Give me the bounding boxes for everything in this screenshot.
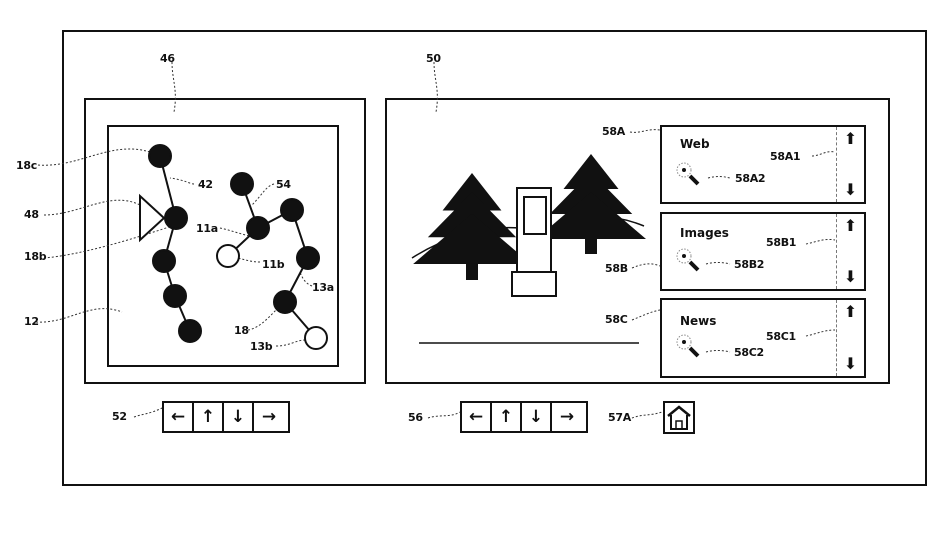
pan-right-button[interactable]: → [559,407,575,427]
ref-label-12: 12 [24,315,39,328]
ref-label-13b: 13b [250,340,273,353]
ref-label-18c: 18c [16,159,37,172]
graph-map-area[interactable] [107,125,339,367]
ref-label-13a: 13a [312,281,334,294]
pan-up-button[interactable]: ↑ [194,403,224,431]
scrollbar[interactable]: ⬆ ⬇ [836,214,864,289]
ref-label-11b: 11b [262,258,285,271]
ref-label-54: 54 [276,178,291,191]
ref-label-58A2: 58A2 [735,172,766,185]
ref-label-58C: 58C [605,313,628,326]
pan-up-button[interactable]: ↑ [492,403,522,431]
ref-label-46: 46 [160,52,175,65]
pan-left-button[interactable]: ← [462,403,492,431]
ref-label-11a: 11a [196,222,218,235]
scroll-down-icon[interactable]: ⬇ [843,180,858,199]
scroll-down-icon[interactable]: ⬇ [843,267,858,286]
result-panel-title: News [680,314,717,328]
graph-nav-controls: ← ↑ ↓ → [162,401,290,433]
ref-label-58B1: 58B1 [766,236,797,249]
ref-label-58A1: 58A1 [770,150,801,163]
scroll-up-icon[interactable]: ⬆ [843,129,858,148]
scrollbar[interactable]: ⬆ ⬇ [836,127,864,202]
ref-label-58B: 58B [605,262,628,275]
ref-label-50: 50 [426,52,441,65]
pan-down-button[interactable]: ↓ [522,403,552,431]
content-nav-controls: ← ↑ ↓ → [460,401,588,433]
ref-label-18b: 18b [24,250,47,263]
scroll-down-icon[interactable]: ⬇ [843,354,858,373]
result-panel-title: Images [680,226,729,240]
result-panel-title: Web [680,137,710,151]
result-panel-web[interactable]: Web ⬆ ⬇ [660,125,866,204]
ref-label-58B2: 58B2 [734,258,765,271]
pan-down-button[interactable]: ↓ [224,403,254,431]
ref-label-57A: 57A [608,411,631,424]
ref-label-58C1: 58C1 [766,330,796,343]
ref-label-56: 56 [408,411,423,424]
ref-label-58C2: 58C2 [734,346,764,359]
ref-label-58A: 58A [602,125,625,138]
ref-label-48: 48 [24,208,39,221]
ref-label-18: 18 [234,324,249,337]
scrollbar[interactable]: ⬆ ⬇ [836,300,864,376]
ref-label-52: 52 [112,410,127,423]
scroll-up-icon[interactable]: ⬆ [843,216,858,235]
pan-right-button[interactable]: → [261,407,277,427]
pan-left-button[interactable]: ← [164,403,194,431]
ref-label-42: 42 [198,178,213,191]
result-panel-news[interactable]: News ⬆ ⬇ [660,298,866,378]
scroll-up-icon[interactable]: ⬆ [843,302,858,321]
home-button[interactable] [663,401,695,434]
home-icon [667,405,691,430]
result-panel-images[interactable]: Images ⬆ ⬇ [660,212,866,291]
